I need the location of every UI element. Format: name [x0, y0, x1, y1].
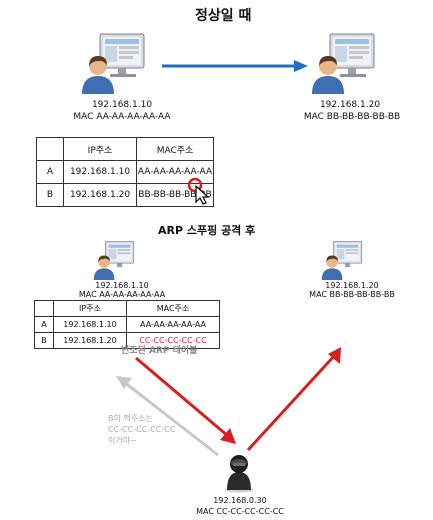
gray-spoof-arrow: [123, 380, 219, 457]
host-b-ip: 192.168.1.20: [319, 100, 381, 110]
spoof-note-line: B의 맥주소는: [108, 414, 153, 423]
table-header-cell: MAC주소: [136, 137, 214, 161]
attacker-ip: 192.168.0.30: [213, 496, 267, 505]
computer-user-icon: [93, 240, 135, 280]
table-cell: 192.168.1.20: [63, 183, 137, 207]
host-b-mac: MAC BB-BB-BB-BB-BB: [303, 112, 401, 122]
red-arrowhead: [220, 428, 236, 444]
computer-user-icon: [312, 33, 375, 94]
table-header-row: IP주소 MAC주소: [36, 137, 214, 161]
attack-host-a-mac: MAC AA-AA-AA-AA-AA: [78, 290, 166, 299]
host-a-ip: 192.168.1.10: [91, 100, 153, 110]
spoofed-arp-table: IP주소 MAC주소 A 192.168.1.10 AA-AA-AA-AA-AA…: [34, 300, 220, 349]
attack-host-b-ip: 192.168.1.20: [325, 281, 379, 290]
table-cell: AA-AA-AA-AA-AA: [136, 160, 214, 184]
red-arrow-attacker-to-b: [246, 353, 337, 452]
computer-user-icon: [82, 33, 145, 94]
mouse-pointer-icon: [187, 177, 210, 205]
table-row: B 192.168.1.20 CC-CC-CC-CC-CC: [34, 332, 220, 349]
attack-section-title: ARP 스푸핑 공격 후: [158, 224, 256, 237]
attack-host-b-mac: MAC BB-BB-BB-BB-BB: [309, 290, 395, 299]
normal-arp-table: IP주소 MAC주소 A 192.168.1.10 AA-AA-AA-AA-AA…: [36, 137, 214, 207]
red-arrowhead: [328, 347, 341, 364]
spoof-note: B의 맥주소는 CC-CC-CC-CC-CC 이거야~: [108, 413, 175, 446]
spoofed-mac-cell: CC-CC-CC-CC-CC: [126, 332, 220, 349]
attacker-mac: MAC CC-CC-CC-CC-CC: [196, 507, 284, 516]
host-a-mac: MAC AA-AA-AA-AA-AA: [73, 112, 171, 122]
spoof-note-line: CC-CC-CC-CC-CC: [108, 425, 176, 434]
computer-user-icon: [321, 240, 363, 280]
normal-communication-arrow: [162, 60, 308, 72]
attack-host-a-ip: 192.168.1.10: [95, 281, 149, 290]
red-arrow-a-to-attacker: [135, 356, 229, 438]
table-row: A 192.168.1.10 AA-AA-AA-AA-AA: [36, 160, 214, 184]
spoof-note-line: 이거야~: [108, 436, 137, 445]
spoofed-table-caption: 변조된 ARP 테이블: [121, 346, 198, 356]
gray-arrowhead: [116, 376, 132, 389]
hacker-icon: [225, 455, 253, 493]
normal-section-title: 정상일 때: [195, 8, 252, 24]
